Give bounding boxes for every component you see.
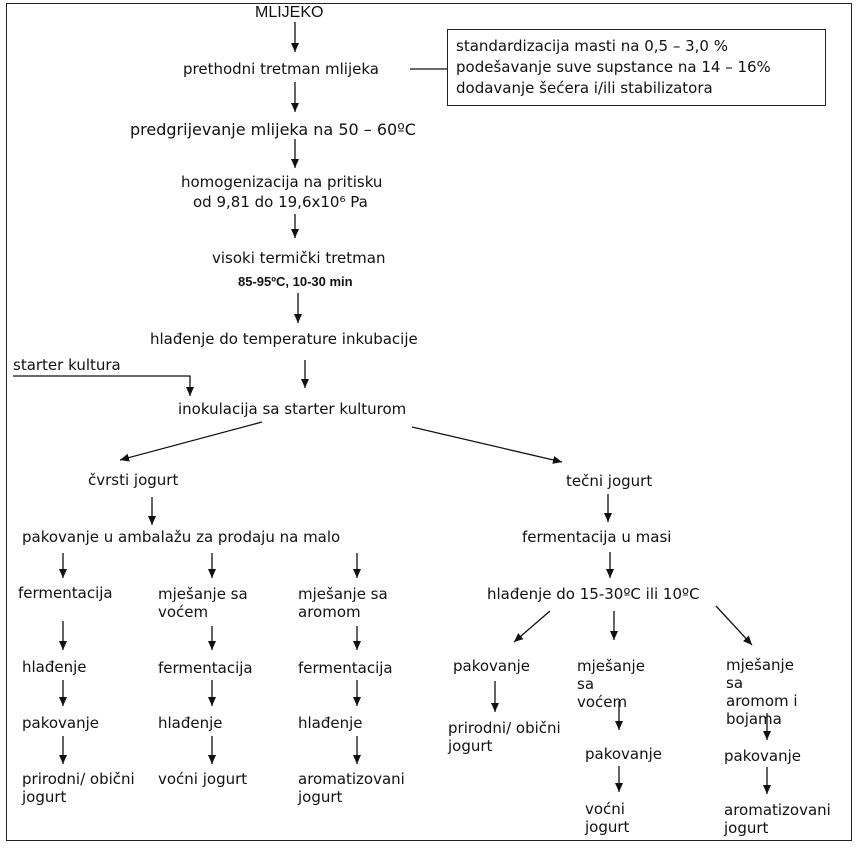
liquid-col2-step: pakovanje [585, 745, 663, 763]
node-cooling: hlađenje do temperature inkubacije [150, 330, 418, 348]
arrow-inoc-liquid [411, 426, 563, 464]
note-line: dodavanje šećera i/ili stabilizatora [456, 79, 713, 97]
liquid-col1-step: pakovanje [453, 657, 531, 675]
firm-col3-step: mješanje sa aromom [298, 585, 388, 621]
note-line: standardizacija masti na 0,5 – 3,0 % [456, 37, 728, 55]
node-heat-1: visoki termički tretman [212, 249, 386, 267]
liquid-col3-step: mješanje sa aromom i bojama [726, 656, 798, 728]
firm-col2-step: mješanje sa voćem [158, 585, 248, 621]
node-inoculation: inokulacija sa starter kulturom [178, 400, 407, 418]
firm-col2-step: hlađenje [158, 714, 223, 732]
node-liquid: tečni jogurt [566, 472, 653, 490]
node-cool-liquid: hlađenje do 15-30ºC ili 10ºC [487, 585, 700, 603]
liquid-col3-step: pakovanje [724, 747, 802, 765]
firm-col3-product: aromatizovani jogurt [298, 770, 405, 806]
liquid-col2-step: mješanje sa voćem [577, 657, 645, 711]
note-line: podešavanje suve supstance na 14 – 16% [456, 58, 771, 76]
arrow-starter-inoc [13, 375, 194, 396]
node-firm: čvrsti jogurt [88, 471, 179, 489]
liquid-col2-product: voćni jogurt [585, 800, 630, 836]
node-starter: starter kultura [13, 356, 121, 374]
node-heat-2: 85-95ºC, 10-30 min [238, 274, 353, 289]
note-box: standardizacija masti na 0,5 – 3,0 % pod… [447, 29, 826, 106]
firm-col1-step: hlađenje [22, 658, 87, 676]
firm-col1-product: prirodni/ obični jogurt [22, 770, 135, 806]
diagram-frame [6, 3, 852, 841]
firm-col1-step: pakovanje [22, 714, 100, 732]
liquid-col3-product: aromatizovani jogurt [724, 801, 831, 837]
node-homog-2: od 9,81 do 19,6x10⁶ Pa [193, 193, 368, 211]
arrow-inoc-firm [119, 421, 263, 462]
node-bulk-ferm: fermentacija u masi [522, 528, 672, 546]
node-milk: MLIJEKO [255, 4, 324, 21]
node-homog-1: homogenizacija na pritisku [181, 173, 383, 191]
firm-col3-step: fermentacija [298, 659, 393, 677]
firm-col1-step: fermentacija [18, 584, 113, 602]
liquid-col1-product: prirodni/ obični jogurt [448, 719, 561, 755]
node-pretreatment: prethodni tretman mlijeka [183, 60, 379, 78]
firm-col2-step: fermentacija [158, 659, 253, 677]
firm-col2-product: voćni jogurt [158, 770, 248, 788]
node-preheat: predgrijevanje mlijeka na 50 – 60ºC [130, 120, 416, 139]
firm-col3-step: hlađenje [298, 714, 363, 732]
node-retail-pack: pakovanje u ambalažu za prodaju na malo [22, 528, 341, 546]
